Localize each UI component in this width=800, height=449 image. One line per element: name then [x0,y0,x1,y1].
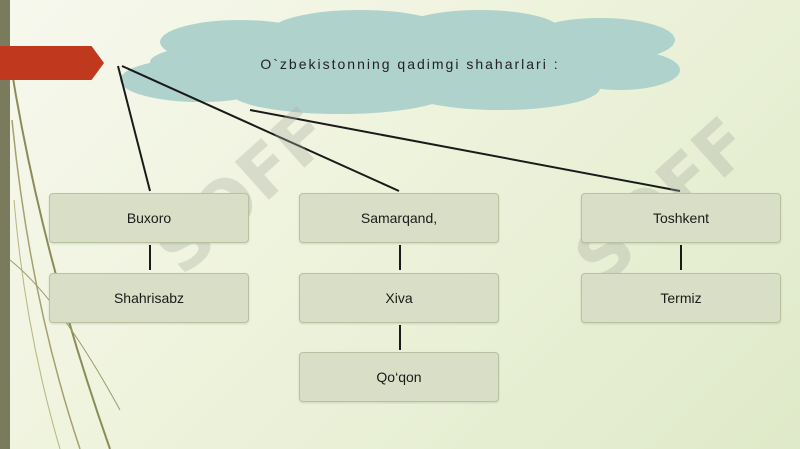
title-cloud [120,10,680,114]
node-termiz: Termiz [581,273,781,323]
decorative-curve [9,59,111,449]
node-buxoro: Buxoro [49,193,249,243]
node-shahrisabz: Shahrisabz [49,273,249,323]
red-arrow-tab [0,46,104,80]
node-toshkent: Toshkent [581,193,781,243]
node-qoqon: Qo‘qon [299,352,499,402]
connectors [117,65,682,350]
diagram-title: O`zbekistonning qadimgi shaharlari : [260,56,560,72]
node-samarqand: Samarqand, [299,193,499,243]
left-side-bar [0,0,10,449]
decorative-curve [11,119,81,449]
connector-samarqand [121,65,400,192]
connector-buxoro [117,65,151,192]
node-xiva: Xiva [299,273,499,323]
decorative-curve [13,199,61,449]
connector-toshkent [249,109,681,192]
